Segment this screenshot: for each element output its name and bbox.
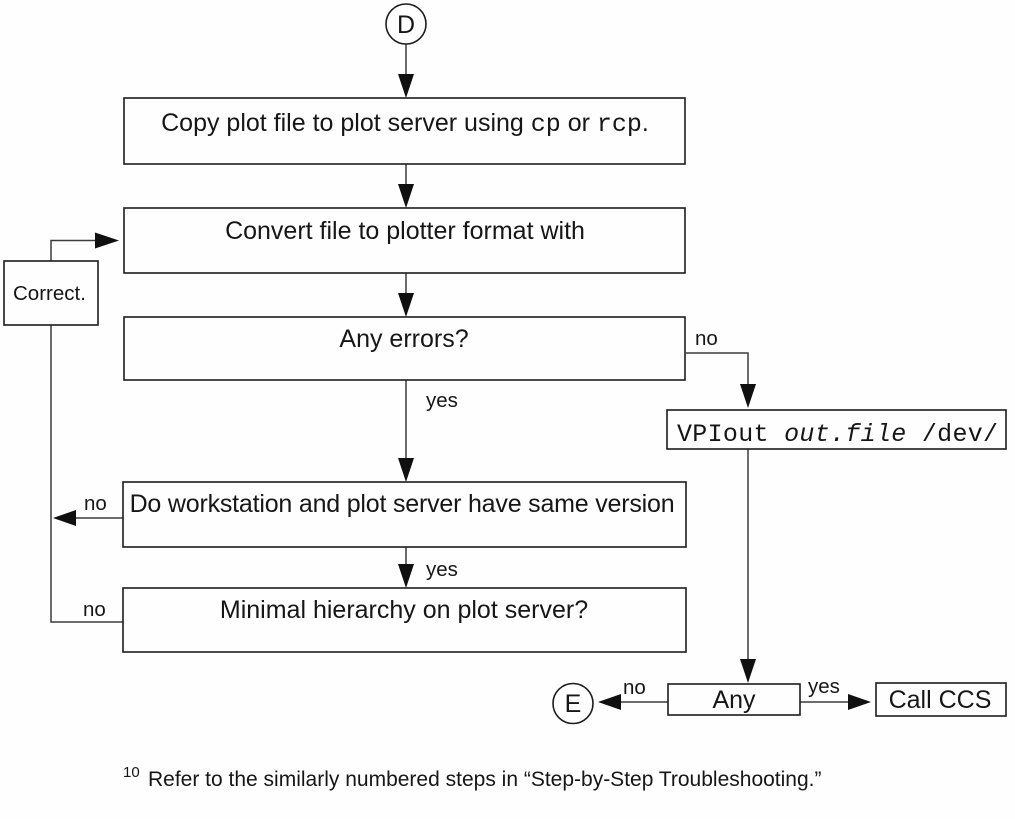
svg-text:E: E xyxy=(565,690,582,718)
svg-text:Correct.: Correct. xyxy=(13,282,86,305)
svg-text:D: D xyxy=(397,11,415,39)
svg-text:Do workstation and plot server: Do workstation and plot server have same… xyxy=(130,490,675,518)
svg-text:Convert file to plotter format: Convert file to plotter format with xyxy=(225,217,585,245)
svg-text:no: no xyxy=(84,492,107,515)
svg-text:yes: yes xyxy=(426,389,458,412)
svg-text:Call CCS: Call CCS xyxy=(889,686,992,714)
svg-text:Copy plot file to plot server: Copy plot file to plot server using cp o… xyxy=(161,109,649,139)
svg-text:yes: yes xyxy=(808,675,840,698)
svg-text:VPIout out.file /dev/: VPIout out.file /dev/ xyxy=(677,420,998,449)
svg-text:no: no xyxy=(83,598,106,621)
svg-text:10: 10 xyxy=(123,764,140,781)
svg-text:Any: Any xyxy=(712,686,756,714)
svg-text:Minimal hierarchy on plot serv: Minimal hierarchy on plot server? xyxy=(220,596,588,624)
svg-text:Any errors?: Any errors? xyxy=(339,325,468,353)
svg-text:yes: yes xyxy=(426,558,458,581)
svg-text:Refer to the similarly numbere: Refer to the similarly numbered steps in… xyxy=(148,768,822,791)
svg-text:no: no xyxy=(623,676,646,699)
svg-text:no: no xyxy=(695,327,718,350)
